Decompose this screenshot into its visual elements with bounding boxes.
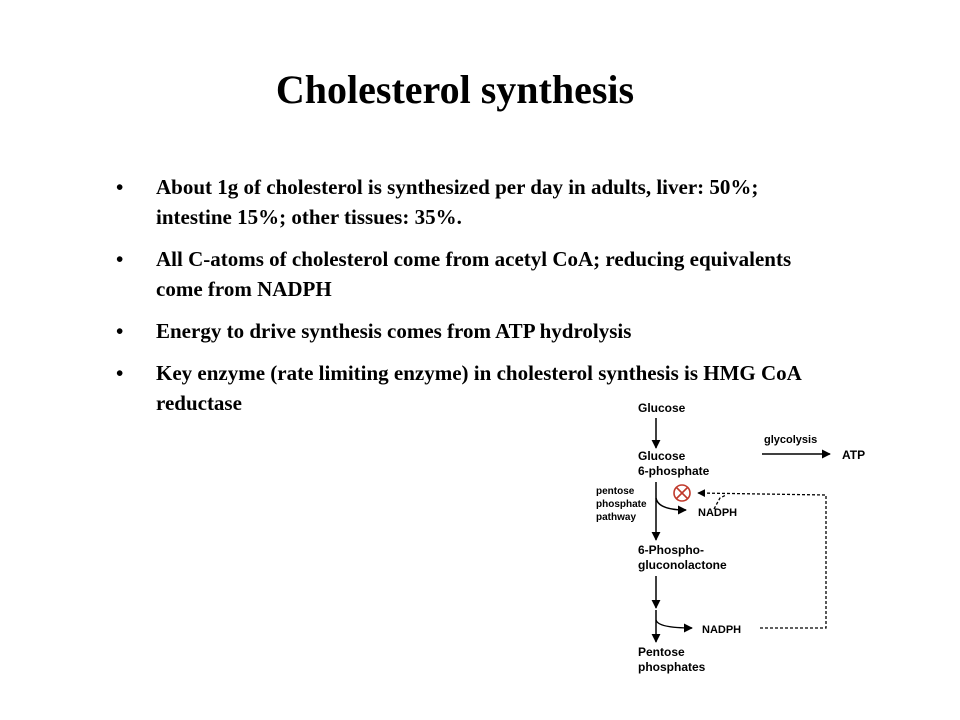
g6p-label-line2: 6-phosphate [638, 464, 710, 478]
ppp-label-line3: pathway [596, 512, 636, 523]
bullet-item: • Key enzyme (rate limiting enzyme) in c… [114, 358, 814, 418]
pentose-label-line1: Pentose [638, 645, 685, 659]
bullet-text: Key enzyme (rate limiting enzyme) in cho… [156, 361, 801, 415]
bullet-list: • About 1g of cholesterol is synthesized… [114, 172, 814, 430]
pgl-label-line1: 6-Phospho- [638, 543, 704, 557]
pentose-label-line2: phosphates [638, 660, 706, 674]
bullet-dot: • [116, 361, 124, 385]
arrow-nadph-2 [655, 619, 693, 633]
bullet-text: Energy to drive synthesis comes from ATP… [156, 319, 632, 343]
bullet-item: • Energy to drive synthesis comes from A… [114, 316, 814, 346]
ppp-label-line1: pentose [596, 486, 635, 497]
g6p-label-line1: Glucose [638, 449, 686, 463]
slide-title: Cholesterol synthesis [275, 67, 635, 112]
glycolysis-label: glycolysis [764, 434, 817, 446]
bullet-item: • All C-atoms of cholesterol come from a… [114, 244, 814, 304]
feedback-dashed-arrow [697, 489, 827, 629]
bullet-item: • About 1g of cholesterol is synthesized… [114, 172, 814, 232]
nadph-label-2: NADPH [702, 624, 741, 636]
bullet-dot: • [116, 319, 124, 343]
nadph-label-1: NADPH [698, 507, 737, 519]
pgl-label-line2: gluconolactone [638, 558, 727, 572]
atp-label: ATP [842, 448, 865, 462]
arrow-nadph-1 [655, 497, 687, 515]
pathway-diagram: Glucose Glucose 6-phosphate glycolysis A… [596, 401, 865, 674]
ppp-label-line2: phosphate [596, 499, 647, 510]
bullet-text: All C-atoms of cholesterol come from ace… [156, 247, 792, 301]
inhibition-icon [673, 484, 691, 502]
bullet-dot: • [116, 247, 124, 271]
glucose-label: Glucose [638, 401, 686, 415]
bullet-dot: • [116, 175, 124, 199]
bullet-text: About 1g of cholesterol is synthesized p… [156, 175, 759, 229]
feedback-dashed-link [713, 494, 727, 510]
